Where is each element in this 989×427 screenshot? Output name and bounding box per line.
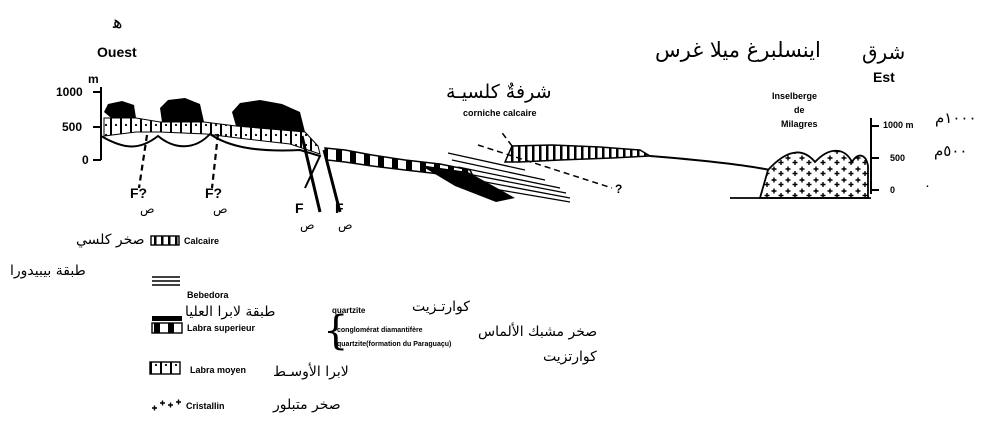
legend-labra-superieur-label: Labra superieur xyxy=(187,324,255,333)
legend-labra-part-2: conglomérat diamantifère xyxy=(337,327,423,334)
fault-3-arabic: ص xyxy=(300,219,315,231)
west-axis xyxy=(93,87,101,160)
cristallin-inselberge xyxy=(760,151,868,198)
east-arabic-tick-0: ٠ xyxy=(924,180,931,193)
west-tick-0: 0 xyxy=(82,154,89,166)
legend-cristallin-arabic: صخر متبلور xyxy=(273,398,341,412)
fault-1-label: F? xyxy=(130,186,147,200)
east-label: Est xyxy=(873,70,895,84)
corniche-arabic-label: شرفةٌ كلسيـة xyxy=(446,83,551,102)
legend-cristallin-swatch xyxy=(152,400,181,411)
inselberge-name-2: de xyxy=(794,106,805,115)
fault-2-arabic: ص xyxy=(213,203,228,215)
fault-2-label: F? xyxy=(205,186,222,200)
legend-labra-part-3: quartzite(formation du Paraguaçu) xyxy=(337,341,451,348)
legend-calcaire-arabic: صخر كلسي xyxy=(76,233,145,247)
west-unit: m xyxy=(88,73,99,85)
legend-bebedora-label: Bebedora xyxy=(187,291,229,300)
legend-labra-part-3-arabic: كوارتزيت xyxy=(543,350,597,364)
east-arabic-tick-1000: ١٠٠٠م xyxy=(935,111,977,126)
east-arabic-title: اينسلبرغ ميلا غرس xyxy=(655,40,821,61)
inselberge-name-1: Inselberge xyxy=(772,92,817,101)
east-axis xyxy=(871,118,879,194)
legend-cristallin-label: Cristallin xyxy=(186,402,225,411)
fault-4-label: F xyxy=(335,201,344,215)
legend-labra-part-2-arabic: صخر مشبك الألماس xyxy=(478,325,597,339)
legend-labra-superieur-swatch xyxy=(152,323,182,333)
east-arabic-tick-500: ٥٠٠م xyxy=(934,144,967,159)
legend-calcaire-swatch xyxy=(151,236,179,245)
corniche-label: corniche calcaire xyxy=(463,109,537,118)
west-tick-1000: 1000 xyxy=(56,86,83,98)
corniche-calcaire-block xyxy=(505,145,650,162)
legend-bebedora-arabic: طبقة بيبيدورا xyxy=(10,264,86,278)
west-tick-500: 500 xyxy=(62,121,82,133)
legend-bebedora-swatch xyxy=(152,277,180,285)
west-label: Ouest xyxy=(97,45,137,59)
legend-labra-moyen-label: Labra moyen xyxy=(190,366,246,375)
east-tick-500: 500 xyxy=(890,154,905,163)
east-arabic-label: شرق xyxy=(862,42,905,62)
east-tick-0: 0 xyxy=(890,186,895,195)
legend-labra-part-1-arabic: كوارتـزيت xyxy=(412,300,470,314)
corner-mark: ﻫ xyxy=(113,14,123,32)
legend-labra-superieur-arabic: طبقة لابرا العليا xyxy=(185,305,275,319)
legend-labra-moyen-swatch xyxy=(150,362,180,374)
ground-line-east xyxy=(650,156,770,170)
inselberge-name-3: Milagres xyxy=(781,120,818,129)
question-mark: ? xyxy=(615,183,622,195)
fault-3-label: F xyxy=(295,201,304,215)
legend-labra-superieur-swatch-top xyxy=(152,316,182,321)
legend-labra-moyen-arabic: لابرا الأوسـط xyxy=(273,365,349,379)
fault-1-arabic: ص xyxy=(140,203,155,215)
fault-4-arabic: ص xyxy=(338,219,353,231)
legend-calcaire-label: Calcaire xyxy=(184,237,219,246)
legend-labra-part-1: quartzite xyxy=(332,307,365,315)
east-tick-1000: 1000 m xyxy=(883,121,914,130)
